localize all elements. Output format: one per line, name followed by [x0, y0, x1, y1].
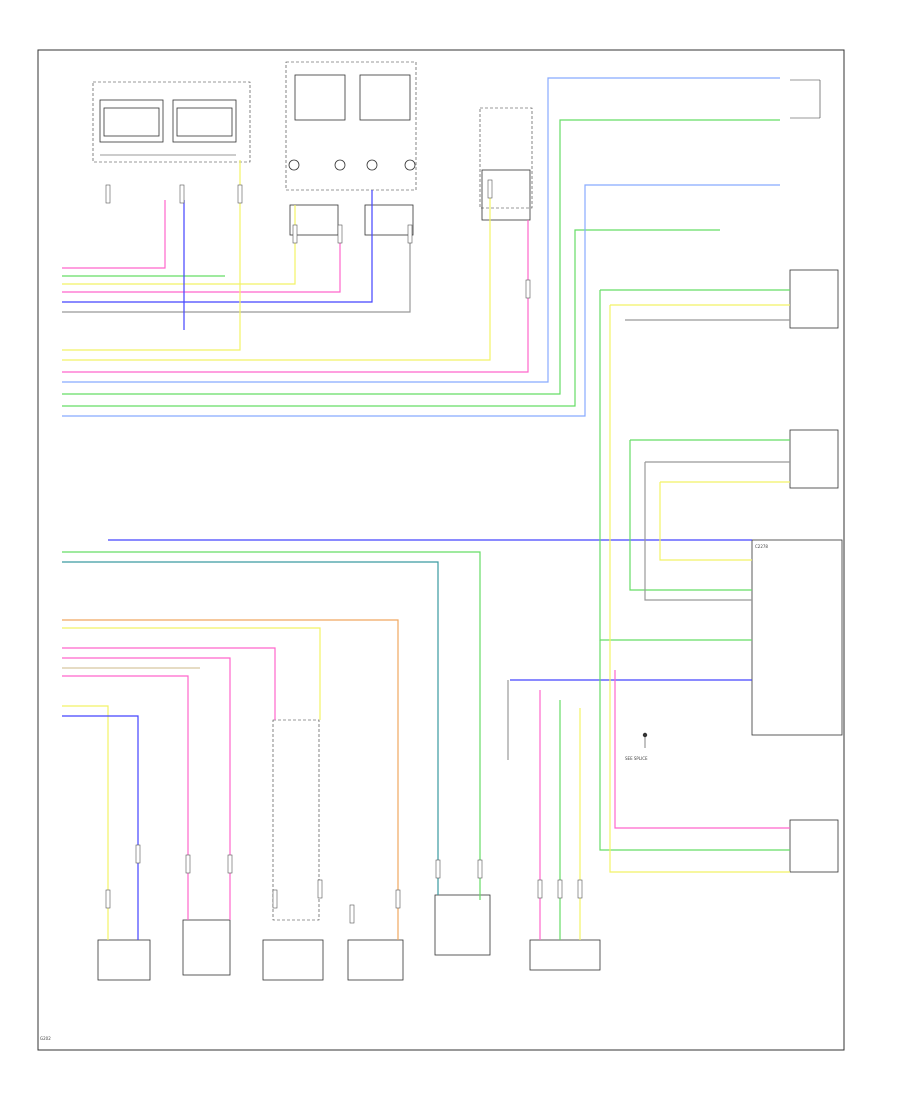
diagram-frame	[37, 49, 845, 1051]
top-center-switches	[285, 61, 417, 236]
top-center-right-module	[479, 107, 533, 221]
ground-symbol-icon	[642, 732, 648, 748]
wire-bundle-mid	[62, 551, 481, 940]
top-left-module	[92, 81, 251, 163]
wire-bundle-bottom-right	[507, 630, 790, 940]
bottom-modules	[97, 719, 601, 981]
right-modules	[751, 79, 843, 873]
splice-note: SEE SPLICE	[625, 756, 648, 761]
connector-label: C2278	[755, 544, 768, 549]
plug-connectors	[105, 179, 583, 924]
wire-bundle-top	[62, 77, 780, 417]
ground-label: G202	[40, 1036, 51, 1041]
wire-harness-right	[108, 289, 790, 641]
